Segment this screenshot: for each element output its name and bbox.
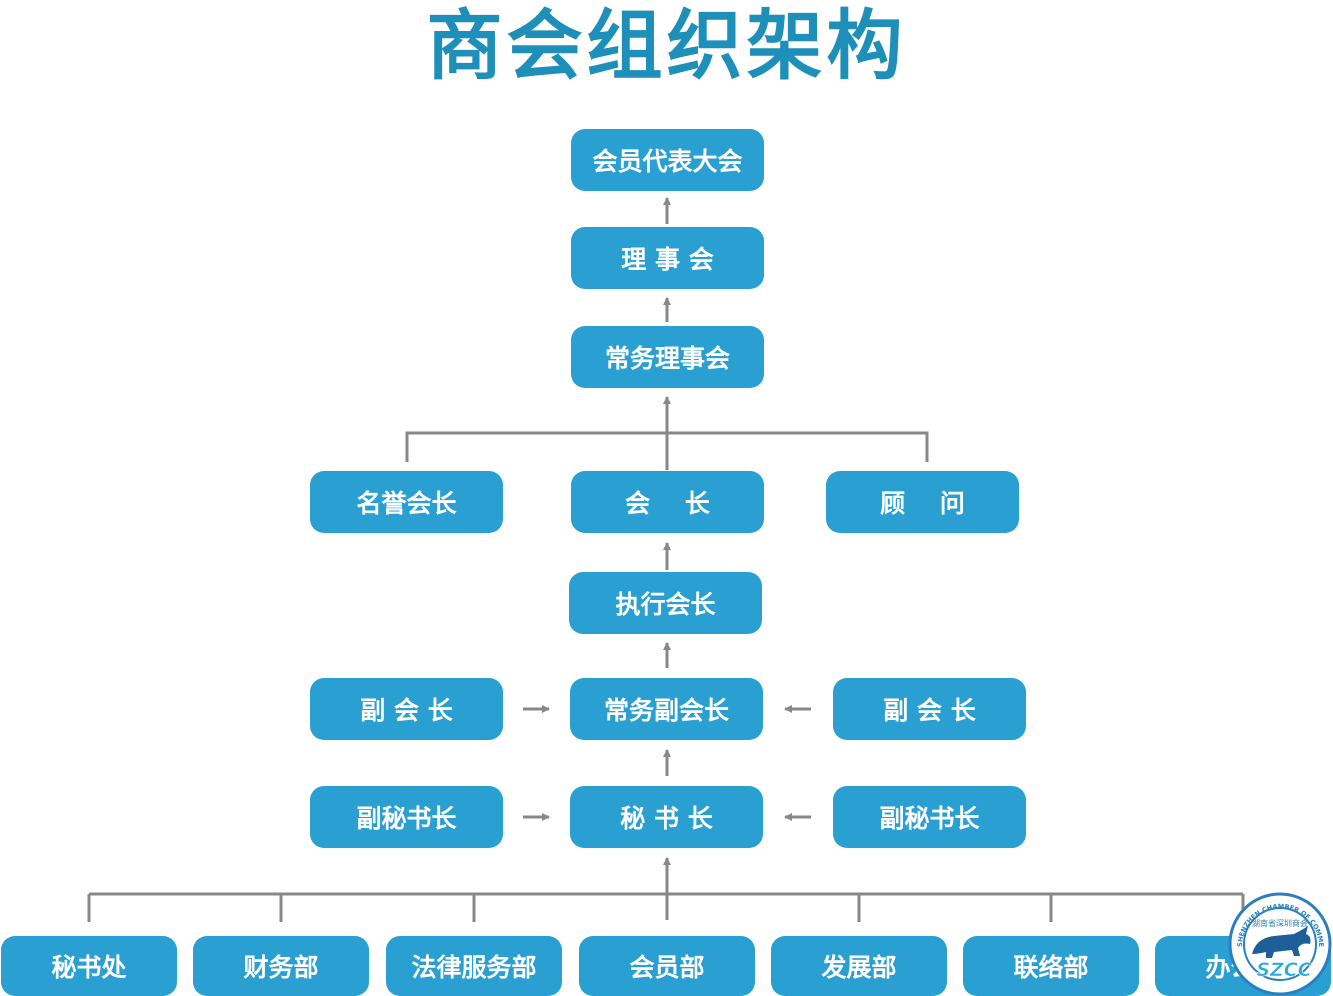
logo-cn-text: 湖南省深圳商会 — [1252, 918, 1308, 928]
node-honorary-president: 名誉会长 — [310, 471, 503, 533]
node-advisor: 顾 问 — [826, 471, 1019, 533]
node-vice-president-right: 副 会 长 — [833, 678, 1026, 740]
leadership-bracket — [405, 431, 929, 462]
node-deputy-secretary-right: 副秘书长 — [833, 786, 1026, 848]
dept-box: 秘书处 — [1, 936, 177, 996]
node-assembly: 会员代表大会 — [571, 129, 764, 191]
page-title: 商会组织架构 — [426, 1, 907, 90]
node-council: 理 事 会 — [571, 227, 764, 289]
node-president: 会 长 — [571, 471, 764, 533]
dept-box: 联络部 — [963, 936, 1139, 996]
bull-icon — [1252, 926, 1311, 958]
logo-text: SZCC — [1256, 959, 1311, 981]
node-deputy-secretary-left: 副秘书长 — [310, 786, 503, 848]
szcc-logo: SHENZHEN CHAMBER OF COMMERCE IN HUNAN PR… — [1228, 892, 1332, 996]
node-secretary-general: 秘 书 长 — [570, 786, 763, 848]
dept-box: 发展部 — [771, 936, 947, 996]
node-standing-vice-president: 常务副会长 — [570, 678, 763, 740]
node-vice-president-left: 副 会 长 — [310, 678, 503, 740]
dept-box: 法律服务部 — [386, 936, 562, 996]
dept-box: 会员部 — [579, 936, 755, 996]
dept-box: 财务部 — [193, 936, 369, 996]
node-executive-president: 执行会长 — [569, 572, 762, 634]
node-standing-council: 常务理事会 — [571, 326, 764, 388]
